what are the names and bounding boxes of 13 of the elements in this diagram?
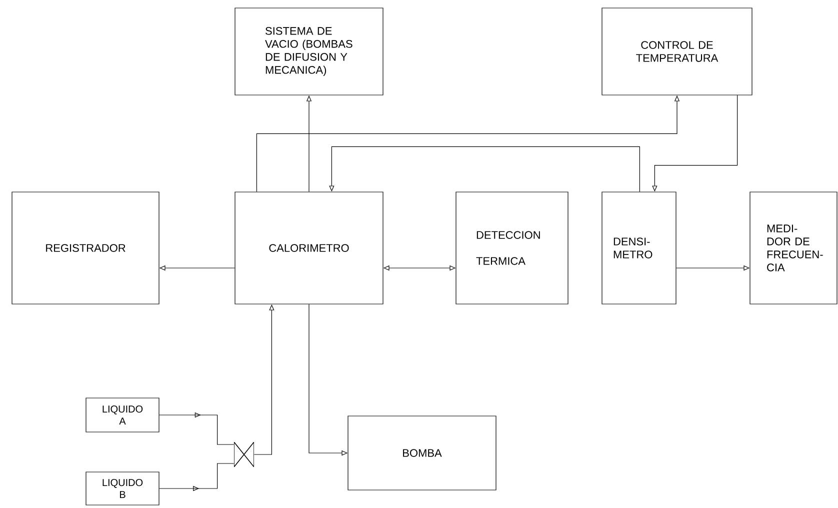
- process-box: DENSI- METRO: [602, 192, 676, 304]
- arrow: [159, 412, 234, 445]
- process-box: REGISTRADOR: [12, 192, 160, 304]
- process-box: SISTEMA DE VACIO (BOMBAS DE DIFUSION Y MECANICA): [234, 8, 384, 96]
- process-box: DETECCION TERMICA: [456, 192, 568, 304]
- process-box: CONTROL DE TEMPERATURA: [602, 8, 752, 96]
- arrow: [329, 146, 640, 192]
- process-box: BOMBA: [348, 416, 496, 490]
- process-box: LIQUIDO A: [86, 398, 160, 432]
- process-box: LIQUIDO B: [86, 472, 160, 506]
- process-box: MEDI- DOR DE FRECUEN- CIA: [750, 192, 838, 304]
- valve-symbol: [234, 442, 254, 467]
- process-box: CALORIMETRO: [234, 192, 384, 304]
